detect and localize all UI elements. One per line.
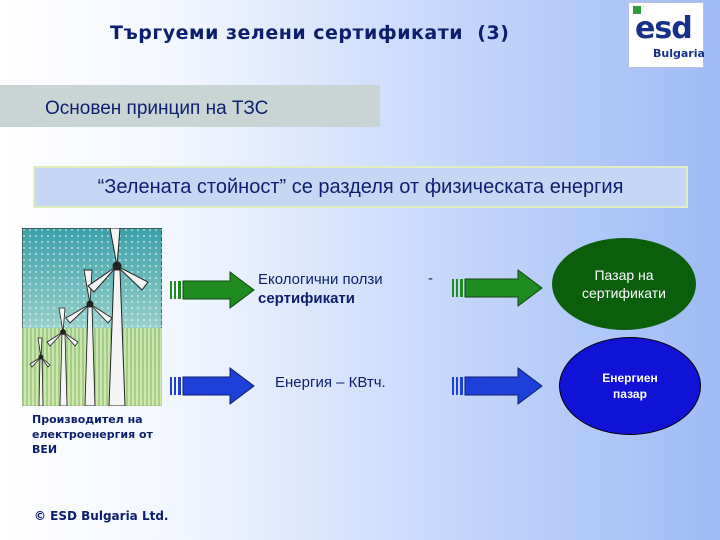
blue-arrow-to-market <box>452 367 543 405</box>
green-arrow-to-benefits <box>170 271 255 309</box>
eco-benefits-line1: Екологични ползи <box>258 271 383 288</box>
subtitle: Основен принцип на ТЗС <box>45 98 269 119</box>
certificates-market-label: Пазар на сертификати <box>582 267 666 301</box>
producer-label: Производител на електроенергия от ВЕИ <box>32 413 153 456</box>
copyright: © ESD Bulgaria Ltd. <box>34 509 169 523</box>
blue-arrow-to-energy <box>170 367 255 405</box>
principle-box: “Зелената стойност” се разделя от физиче… <box>33 166 688 208</box>
slide-title: Търгуеми зелени сертификати (3) <box>110 22 510 44</box>
certificates-market-node: Пазар на сертификати <box>552 238 696 330</box>
logo-text: esd <box>635 11 693 46</box>
logo-subtext: Bulgaria <box>653 47 705 60</box>
esd-logo: esd Bulgaria <box>628 2 705 68</box>
eco-benefits-line2: сертификати <box>258 290 355 307</box>
energy-market-label: Енергиен пазар <box>602 371 658 401</box>
energy-market-node: Енергиен пазар <box>560 338 700 434</box>
eco-benefits-label: Екологични ползи сертификати <box>258 270 418 308</box>
principle-text: “Зелената стойност” се разделя от физиче… <box>97 175 624 198</box>
energy-label: Енергия – КВтч. <box>275 374 386 391</box>
subtitle-band <box>0 85 380 127</box>
wind-turbines-icon <box>22 228 162 406</box>
logo-accent-icon <box>633 6 641 14</box>
eco-separator: - <box>428 270 433 287</box>
green-arrow-to-market <box>452 269 543 307</box>
